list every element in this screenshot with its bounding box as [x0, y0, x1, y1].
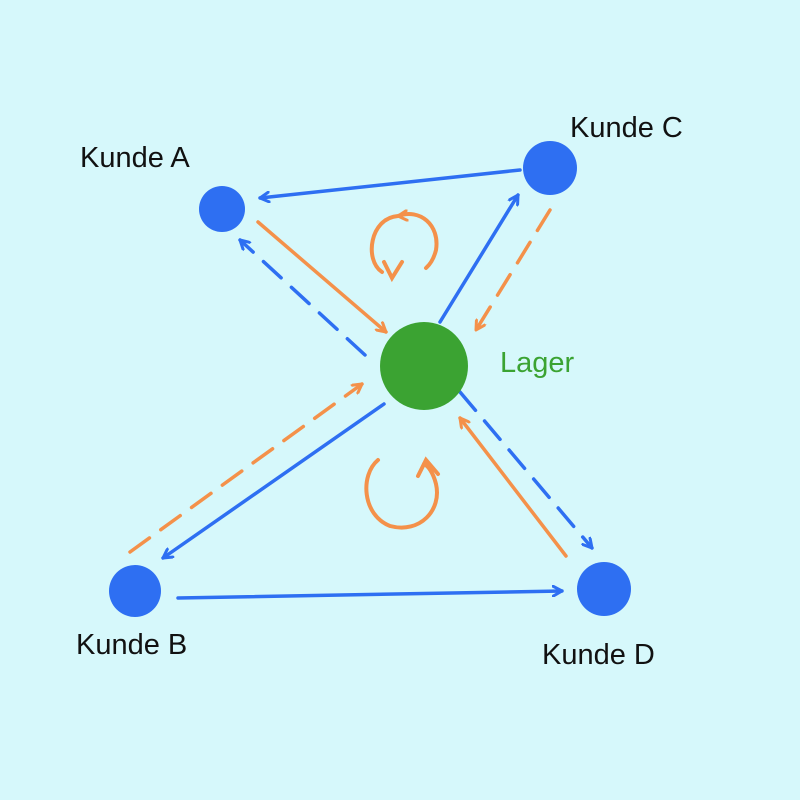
edge-lager-to-kunde-c [438, 193, 520, 324]
label-lager: Lager [500, 347, 575, 379]
loop-upper-arrow [382, 260, 404, 283]
label-kunde-d: Kunde D [542, 639, 655, 671]
loop-lower-arrow [416, 456, 440, 478]
edge-kunde-d-to-lager [458, 416, 568, 558]
edge-kunde-c-to-lager [474, 208, 552, 332]
edge-kunde-a-to-lager [256, 220, 388, 334]
edge-kunde-c-to-kunde-a [258, 168, 522, 198]
node-kunde-d[interactable] [577, 562, 631, 616]
nodes [109, 141, 631, 617]
labels: Kunde A Kunde C Kunde B Kunde D Lager [76, 112, 683, 671]
edges [128, 168, 594, 600]
loop-upper [369, 214, 439, 274]
node-lager[interactable] [380, 322, 468, 410]
edge-lager-to-kunde-a [238, 238, 367, 357]
label-kunde-c: Kunde C [570, 112, 683, 144]
loop-lower [364, 458, 439, 530]
node-kunde-c[interactable] [523, 141, 577, 195]
loops [364, 214, 440, 530]
label-kunde-b: Kunde B [76, 629, 187, 661]
node-kunde-b[interactable] [109, 565, 161, 617]
edge-kunde-b-to-kunde-d [176, 591, 564, 600]
node-kunde-a[interactable] [199, 186, 245, 232]
edge-lager-to-kunde-b [161, 402, 386, 560]
edge-kunde-b-to-lager [128, 382, 364, 554]
edge-lager-to-kunde-d [458, 390, 594, 550]
label-kunde-a: Kunde A [80, 142, 190, 174]
